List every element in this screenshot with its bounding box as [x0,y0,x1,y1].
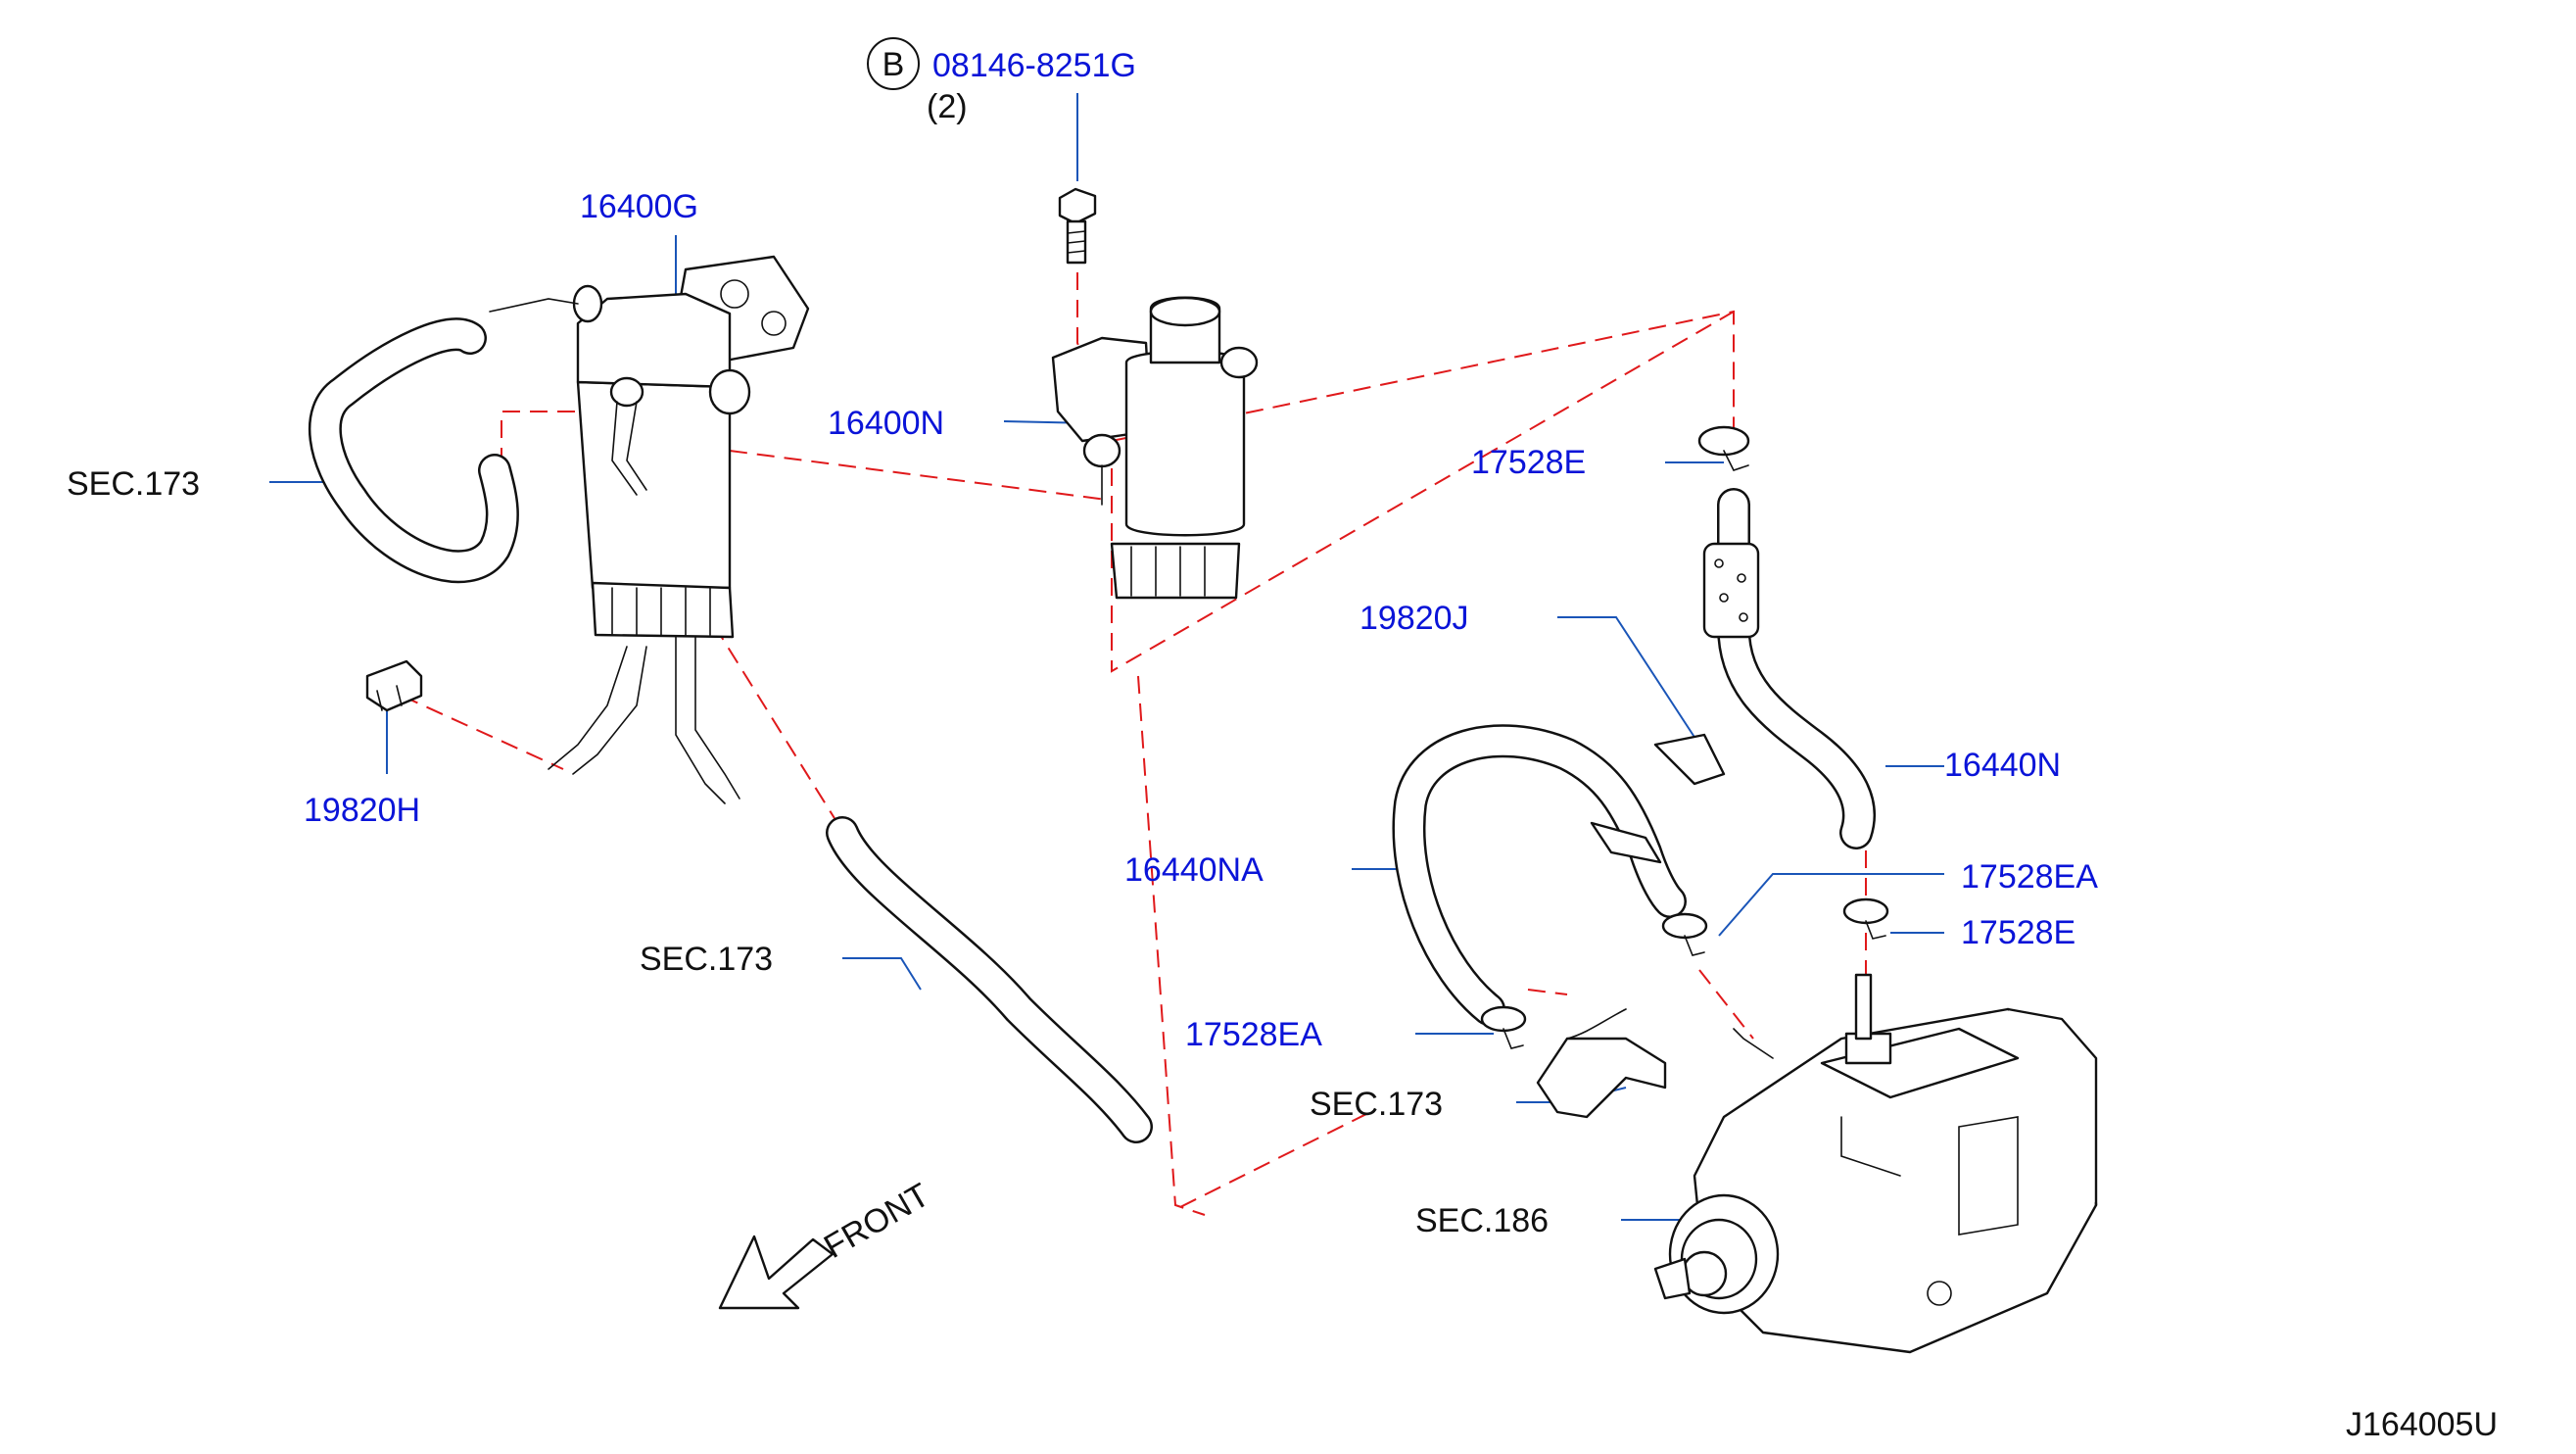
fuel-filter-16400n-drawing [1051,296,1259,600]
leader-lines [269,93,1944,1221]
label-16440na[interactable]: 16440NA [1124,851,1264,889]
label-16400g[interactable]: 16400G [580,188,698,225]
hoses-drawing [826,488,1876,1143]
bolt-symbol-circle [867,37,920,90]
bolt-drawing [1058,187,1097,265]
drawing-code: J164005U [2346,1406,2498,1443]
label-08146-8251g[interactable]: 08146-8251G [932,47,1136,84]
fuel-filter-16400g-drawing [308,255,810,804]
label-17528e-top[interactable]: 17528E [1471,444,1586,481]
label-19820h[interactable]: 19820H [304,792,420,829]
label-16400n[interactable]: 16400N [828,405,944,442]
clamps-drawing [1480,425,1889,1049]
label-19820j[interactable]: 19820J [1360,600,1469,637]
front-arrow-icon [718,1235,835,1310]
label-sec173-left[interactable]: SEC.173 [67,465,200,503]
label-17528ea-left[interactable]: 17528EA [1185,1016,1322,1053]
label-17528ea-right[interactable]: 17528EA [1961,858,2098,896]
clip-19820h-drawing [365,659,423,712]
label-17528e-right[interactable]: 17528E [1961,914,2075,951]
bolt-symbol-letter: B [883,46,905,83]
injection-pump-sec186-drawing [1653,973,2098,1354]
fitting-sec173-drawing [1536,1008,1667,1119]
label-16440n[interactable]: 16440N [1944,747,2061,784]
label-bolt-qty: (2) [927,88,968,125]
front-label: FRONT [818,1176,935,1265]
label-sec186[interactable]: SEC.186 [1415,1202,1549,1239]
label-sec173-mid[interactable]: SEC.173 [640,941,773,978]
label-sec173-bottom[interactable]: SEC.173 [1310,1086,1443,1123]
